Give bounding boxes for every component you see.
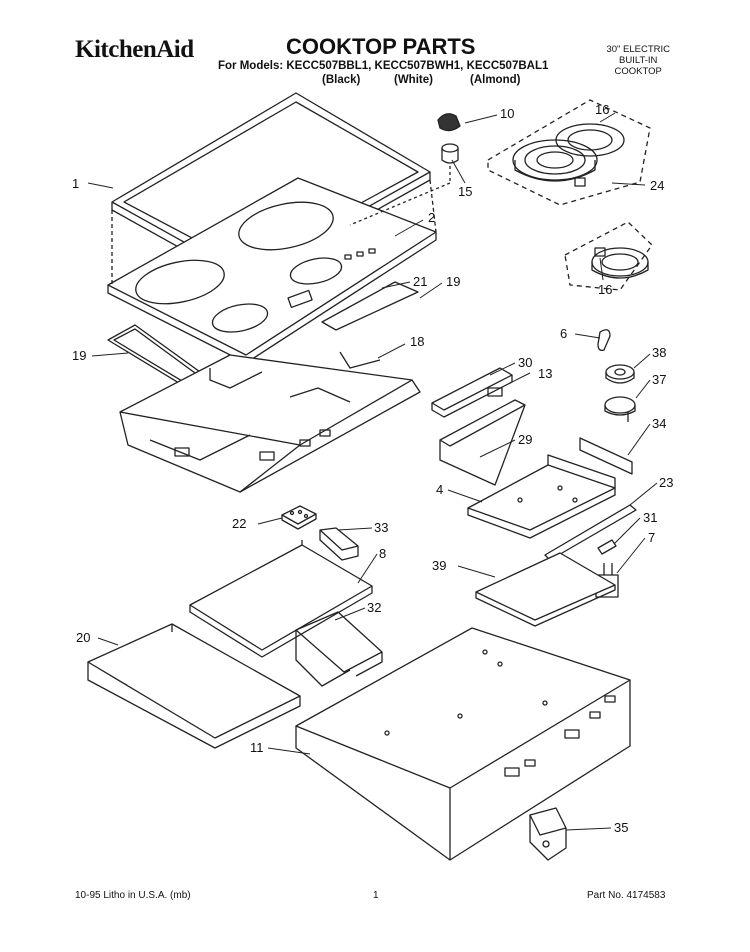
callout-label: 18 — [410, 334, 424, 349]
callout-label: 13 — [538, 366, 552, 381]
callout-label: 16 — [598, 282, 612, 297]
part-switch-ring — [604, 396, 636, 422]
callout-label: 1 — [72, 176, 79, 191]
part-terminal — [597, 539, 617, 555]
part-control-box — [467, 454, 616, 539]
variant-almond: (Almond) — [470, 74, 521, 86]
callout-label: 6 — [560, 326, 567, 341]
brand-logo: KitchenAid — [75, 36, 194, 63]
spec-block: 30" ELECTRIC BUILT-IN COOKTOP — [606, 44, 670, 77]
part-chassis — [119, 351, 421, 493]
callout-label: 15 — [458, 184, 472, 199]
part-connector — [281, 505, 317, 530]
part-control-bracket — [431, 367, 513, 418]
callout-label: 32 — [367, 600, 381, 615]
part-knob-base — [441, 143, 459, 164]
part-bottom-plate — [475, 552, 616, 627]
part-tray — [87, 623, 301, 749]
callout-label: 16 — [595, 102, 609, 117]
callout-label: 19 — [72, 348, 86, 363]
spec-line: 30" ELECTRIC — [606, 44, 670, 55]
part-side-bracket — [579, 437, 633, 475]
part-clip — [597, 329, 611, 352]
part-knob — [437, 113, 461, 132]
footer-page-number: 1 — [373, 890, 379, 901]
part-small-bracket — [319, 527, 359, 561]
callout-label: 20 — [76, 630, 90, 645]
callout-label: 37 — [652, 372, 666, 387]
part-small-element — [564, 221, 653, 291]
part-box-cover — [439, 399, 526, 486]
callout-label: 35 — [614, 820, 628, 835]
callout-label: 23 — [659, 475, 673, 490]
callout-label: 10 — [500, 106, 514, 121]
spec-line: BUILT-IN — [619, 55, 658, 66]
part-rear-bracket — [295, 611, 383, 687]
variant-white: (White) — [394, 74, 433, 86]
callout-label: 19 — [446, 274, 460, 289]
callout-label: 22 — [232, 516, 246, 531]
models-line: For Models: KECC507BBL1, KECC507BWH1, KE… — [218, 60, 549, 72]
page-title: COOKTOP PARTS — [286, 34, 476, 59]
part-base-box — [295, 627, 631, 861]
callout-label: 39 — [432, 558, 446, 573]
callout-label: 2 — [428, 210, 435, 225]
callout-label: 34 — [652, 416, 666, 431]
variant-black: (Black) — [322, 74, 361, 86]
callout-label: 21 — [413, 274, 427, 289]
callout-label: 29 — [518, 432, 532, 447]
footer-litho: 10-95 Litho in U.S.A. (mb) — [75, 890, 191, 901]
part-divider-panel — [189, 540, 373, 658]
part-element-assembly — [487, 99, 651, 206]
leader-lines — [87, 112, 658, 831]
callout-label: 7 — [648, 530, 655, 545]
footer-part-number: Part No. 4174583 — [587, 890, 666, 901]
callout-label: 38 — [652, 345, 666, 360]
callout-label: 24 — [650, 178, 664, 193]
callout-label: 4 — [436, 482, 443, 497]
callout-label: 11 — [250, 740, 264, 755]
spec-line: COOKTOP — [614, 66, 662, 77]
callout-label: 30 — [518, 355, 532, 370]
part-switch-cap — [605, 364, 635, 384]
callout-label: 8 — [379, 546, 386, 561]
callout-label: 33 — [374, 520, 388, 535]
callout-label: 31 — [643, 510, 657, 525]
part-mounting-clip — [529, 807, 567, 861]
